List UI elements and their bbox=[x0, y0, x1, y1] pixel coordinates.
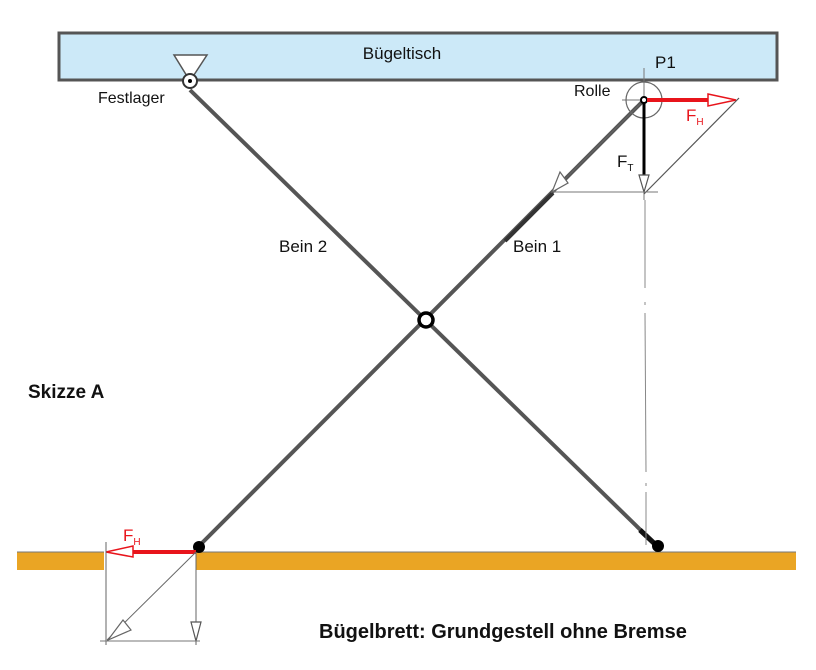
ft-label: FT bbox=[617, 152, 634, 174]
roller-label: Rolle bbox=[574, 83, 611, 100]
leg-2-label: Bein 2 bbox=[279, 237, 327, 256]
table-label: Bügeltisch bbox=[363, 44, 441, 63]
resultant-top-line bbox=[552, 103, 641, 192]
parallelogram-top-diagonal bbox=[643, 97, 740, 195]
centerline-vertical-2 bbox=[644, 312, 647, 473]
foot-leg-2 bbox=[652, 540, 664, 552]
diagram-title: Bügelbrett: Grundgestell ohne Bremse bbox=[319, 621, 687, 643]
resultant-bottom-arrowhead bbox=[106, 619, 132, 642]
point-label: P1 bbox=[655, 53, 676, 72]
leg-1-highlight bbox=[503, 191, 555, 243]
floor-right bbox=[196, 552, 796, 570]
ft-arrowhead bbox=[638, 174, 650, 195]
sketch-label: Skizze A bbox=[28, 382, 105, 403]
bottom-vertical-arrowhead bbox=[190, 621, 202, 644]
resultant-top-arrowhead bbox=[550, 170, 569, 194]
fixed-bearing-triangle bbox=[172, 54, 209, 83]
floor-left bbox=[17, 552, 104, 570]
fh-top-label: FH bbox=[686, 106, 704, 128]
leg-1-label: Bein 1 bbox=[513, 237, 561, 256]
pivot-joint bbox=[417, 311, 435, 329]
fh-bottom-label: FH bbox=[123, 526, 141, 548]
fixed-bearing-dot bbox=[188, 79, 192, 83]
fh-bottom-arrowhead bbox=[105, 545, 134, 558]
fixed-bearing-label: Festlager bbox=[98, 90, 165, 107]
fh-top-arrowhead bbox=[707, 93, 737, 107]
roller-pin bbox=[640, 96, 648, 104]
